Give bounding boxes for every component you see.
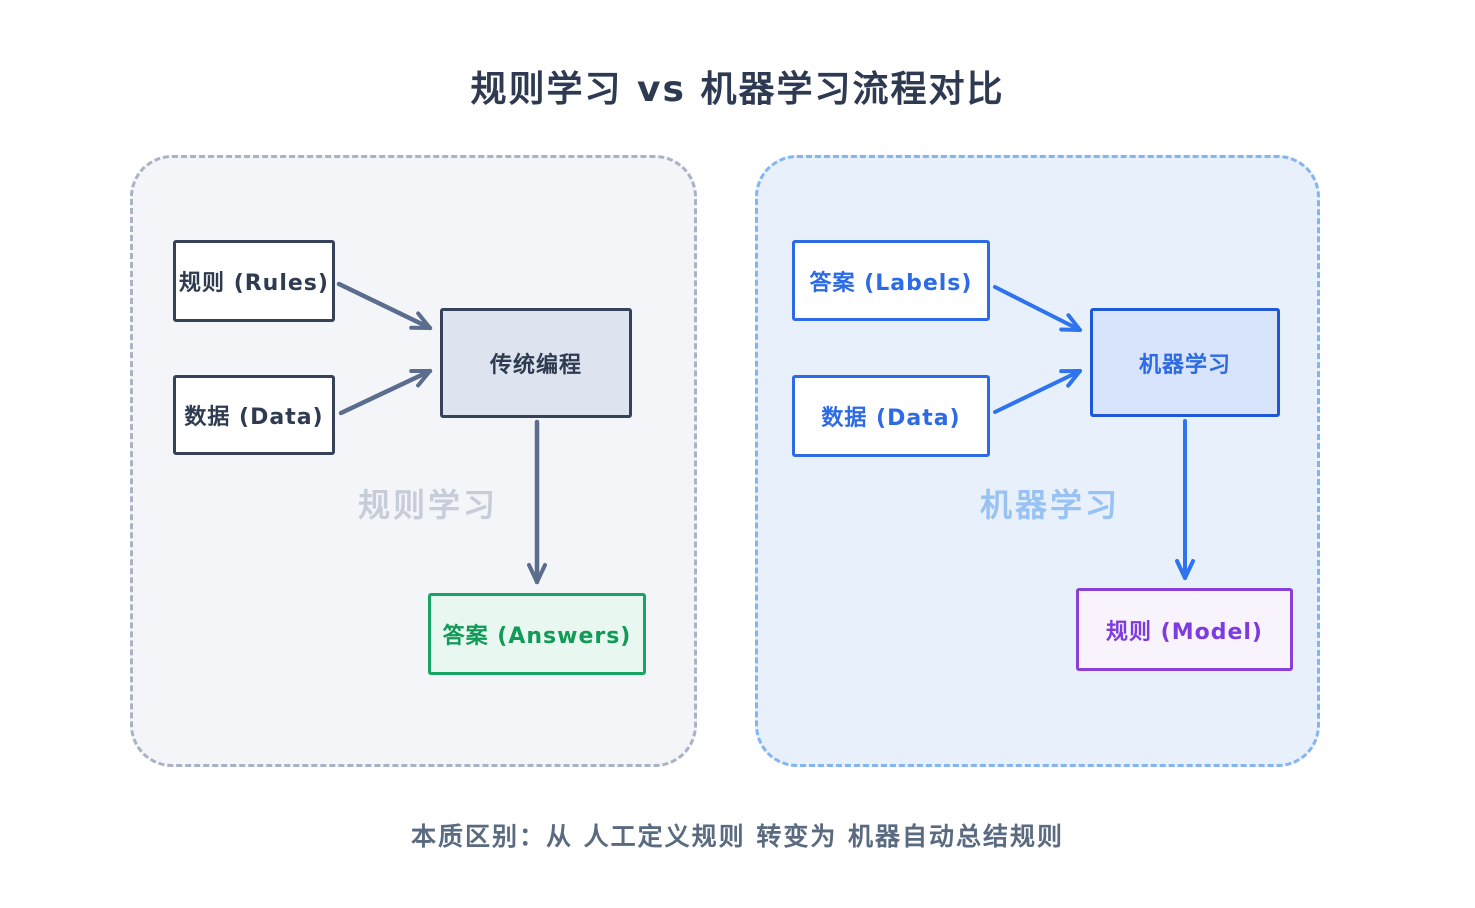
model-node: 规则 (Model)	[1076, 588, 1293, 671]
data-node-right: 数据 (Data)	[792, 375, 990, 457]
machine-learning-node: 机器学习	[1090, 308, 1280, 417]
answers-node: 答案 (Answers)	[428, 593, 646, 675]
rule-learning-watermark: 规则学习	[358, 486, 499, 524]
machine-learning-watermark: 机器学习	[980, 486, 1121, 524]
data-node-left: 数据 (Data)	[173, 375, 335, 455]
page-title: 规则学习 vs 机器学习流程对比	[470, 69, 1005, 110]
rules-node: 规则 (Rules)	[173, 240, 335, 322]
traditional-programming-node: 传统编程	[440, 308, 632, 418]
essence-note: 本质区别：从 人工定义规则 转变为 机器自动总结规则	[410, 822, 1065, 851]
labels-node: 答案 (Labels)	[792, 240, 990, 321]
